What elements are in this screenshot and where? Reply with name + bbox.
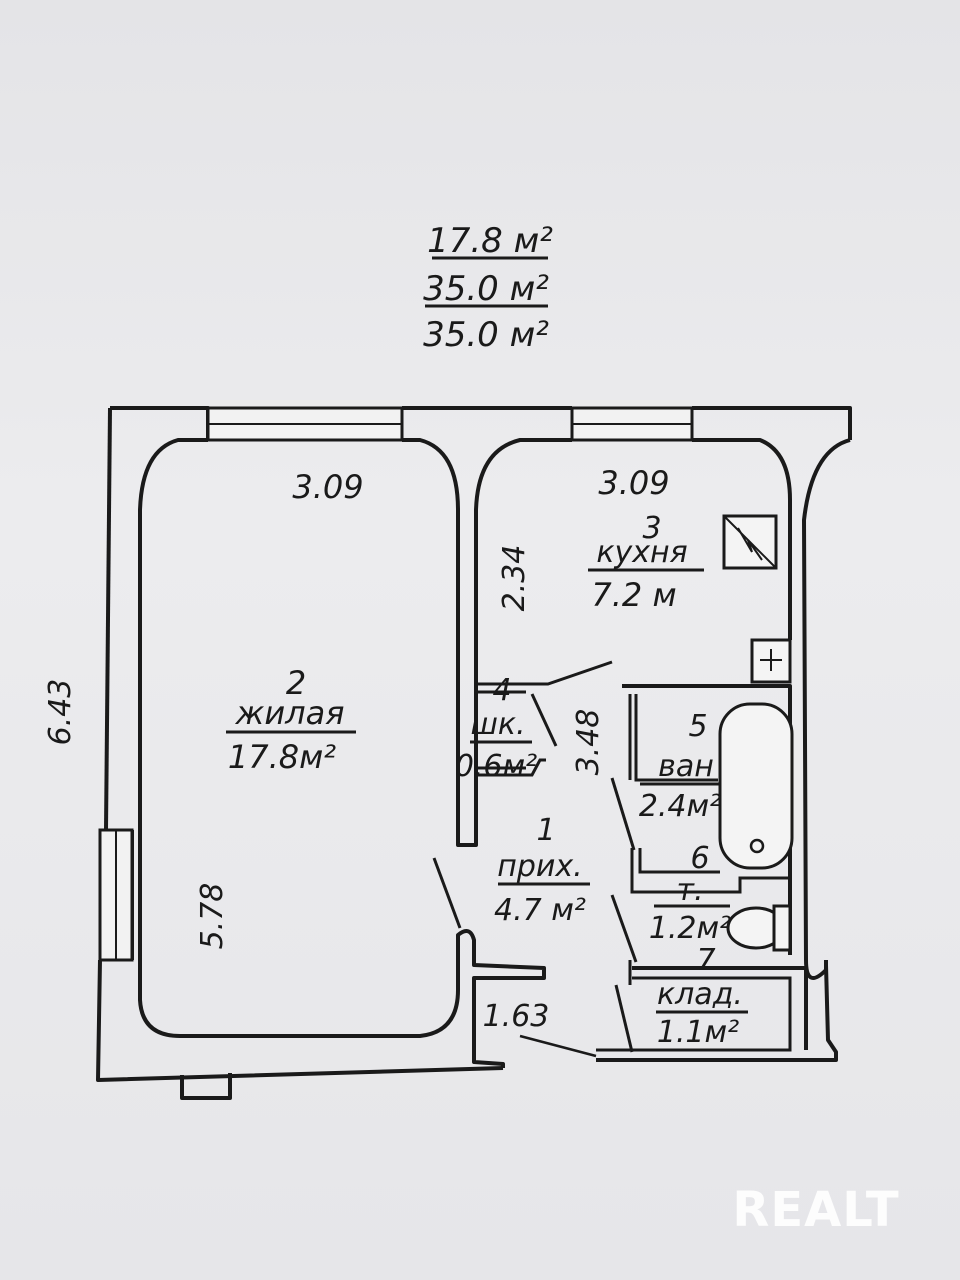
room-living-name: жилая (235, 694, 345, 732)
dim-hall-height: 3.48 (571, 709, 606, 776)
room-hall-name: прих. (497, 849, 582, 884)
living-room-wall (138, 438, 546, 1068)
kitchen-wall (692, 438, 792, 640)
room-living: 2 жилая 17.8м² (226, 664, 356, 776)
room-closet-area: 0.6м² (455, 749, 537, 784)
entrance-line (519, 1034, 597, 1058)
room-kitchen-area: 7.2 м (591, 576, 676, 614)
room-storage-name: клад. (657, 977, 743, 1012)
room-bath-number: 5 (688, 709, 707, 744)
dim-living-height: 5.78 (195, 883, 230, 950)
bathtub-icon (718, 702, 794, 870)
bathroom-walls (596, 684, 808, 1053)
room-hall: 1 прих. 4.7 м² (494, 813, 590, 928)
room-closet-name: шк. (470, 707, 525, 742)
summary-total-area-2: 35.0 м² (423, 315, 549, 355)
room-closet-number: 4 (492, 673, 511, 708)
room-toilet-number: 6 (690, 841, 709, 876)
room-toilet-area: 1.2м² (649, 911, 731, 946)
room-living-area: 17.8м² (228, 738, 336, 776)
room-kitchen-name: кухня (596, 535, 687, 570)
room-bath: 5 ван 2.4м² (639, 709, 721, 824)
dim-kitchen-width: 3.09 (598, 464, 669, 502)
outer-walls (96, 406, 852, 1100)
closet-walls (476, 660, 613, 777)
summary-total-area: 35.0 м² (423, 269, 549, 309)
room-closet: 4 шк. 0.6м² (455, 673, 537, 784)
room-hall-area: 4.7 м² (494, 893, 586, 928)
room-storage-area: 1.1м² (657, 1015, 739, 1050)
partition-wall (402, 438, 572, 847)
dim-overall-height: 6.43 (43, 679, 78, 746)
area-summary: 17.8 м² 35.0 м² 35.0 м² (423, 221, 553, 355)
living-door (432, 857, 462, 929)
room-toilet: 6 т. 1.2м² (649, 841, 731, 946)
summary-living-area: 17.8 м² (427, 221, 553, 261)
room-kitchen: 3 кухня 7.2 м (588, 511, 704, 614)
dim-kitchen-height: 2.34 (497, 545, 532, 612)
room-storage: 7 клад. 1.1м² (656, 943, 748, 1050)
room-hall-number: 1 (536, 813, 555, 848)
realt-watermark: REALT (732, 1182, 899, 1238)
room-toilet-name: т. (676, 873, 703, 908)
dim-living-width: 3.09 (292, 468, 363, 506)
dim-hall-width: 1.63 (483, 999, 550, 1034)
room-kitchen-number: 3 (642, 511, 661, 546)
room-bath-area: 2.4м² (639, 789, 721, 824)
room-bath-name: ван (658, 749, 714, 784)
sink-icon (750, 638, 792, 684)
room-living-number: 2 (286, 664, 306, 702)
room-storage-number: 7 (696, 943, 715, 978)
